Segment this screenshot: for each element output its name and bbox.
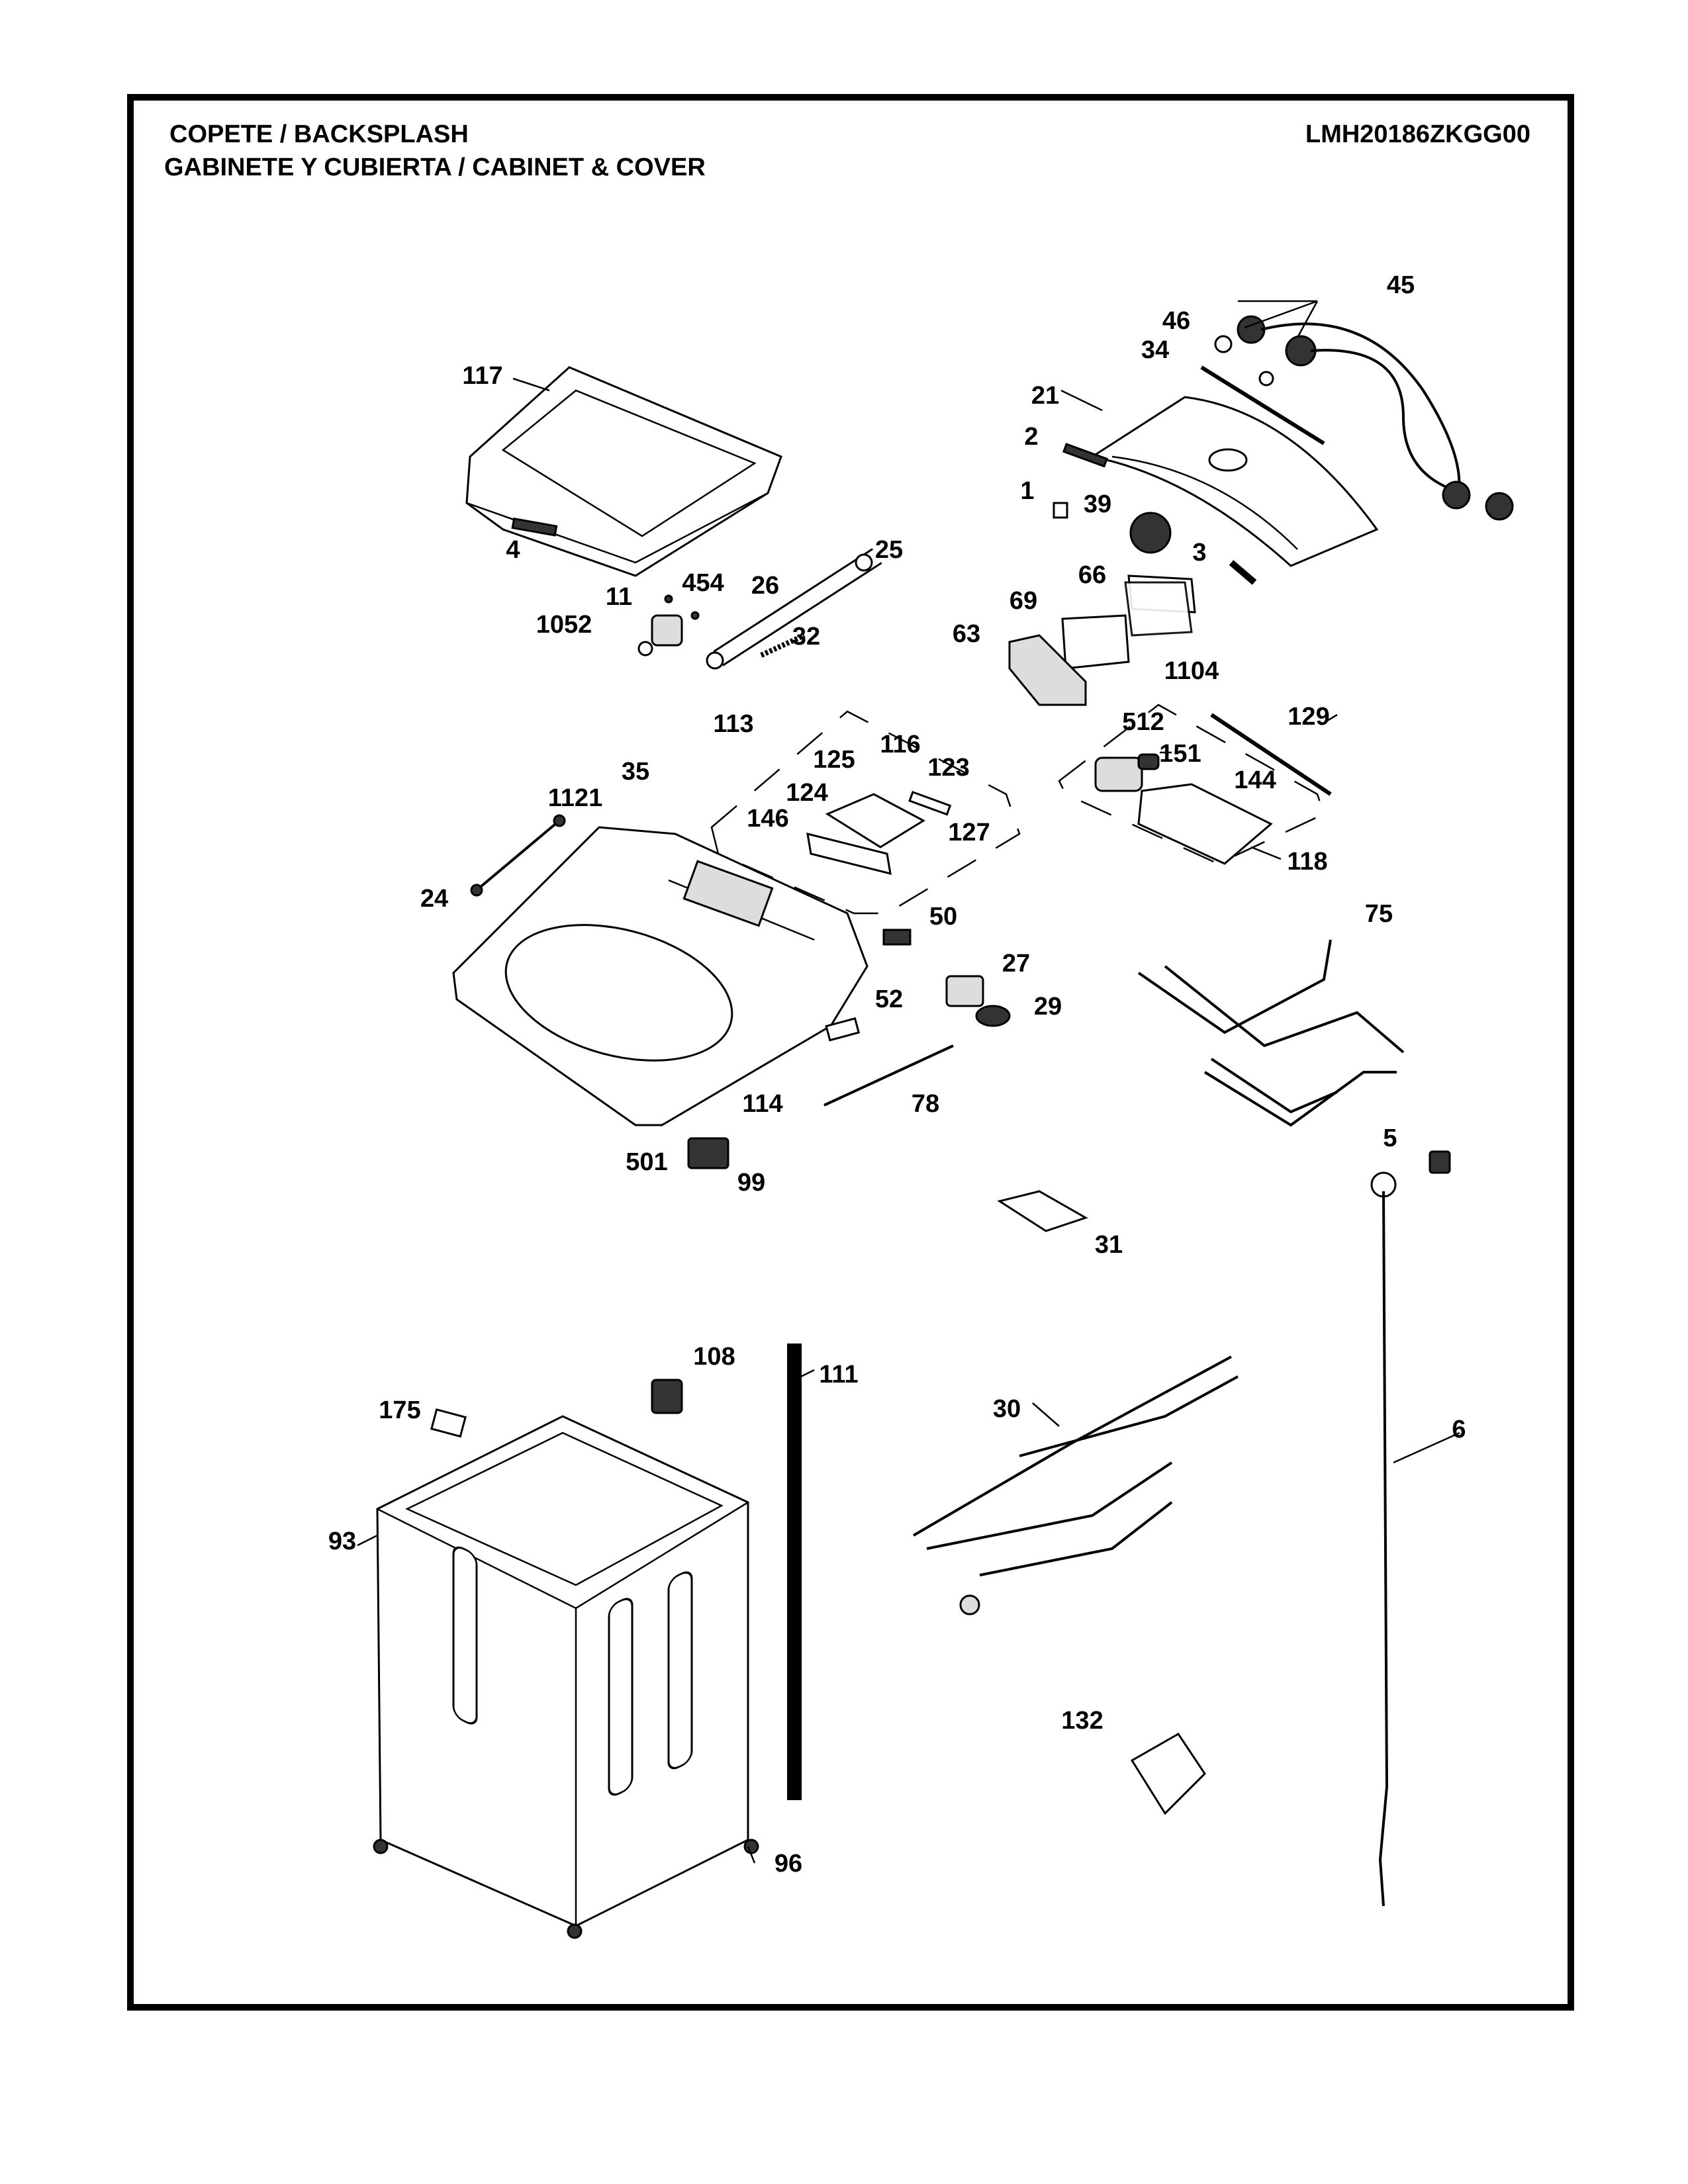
label-75: 75 [1365, 900, 1393, 928]
label-21: 21 [1031, 382, 1059, 410]
label-35: 35 [622, 758, 649, 786]
small-parts-1-2-3-39 [1053, 443, 1257, 585]
label-132: 132 [1061, 1707, 1103, 1735]
label-125: 125 [813, 746, 855, 774]
label-454: 454 [682, 569, 724, 597]
part-108 [651, 1379, 683, 1414]
label-39: 39 [1084, 490, 1111, 518]
label-29: 29 [1034, 993, 1062, 1021]
label-1121: 1121 [548, 784, 602, 812]
label-25: 25 [875, 536, 903, 564]
label-34: 34 [1141, 336, 1169, 364]
title-backsplash: COPETE / BACKSPLASH [169, 120, 469, 148]
part-control-board-63-69-66 [1008, 574, 1196, 706]
part-dispenser-124-146 [806, 790, 952, 876]
label-6: 6 [1452, 1416, 1466, 1443]
label-146: 146 [747, 805, 788, 833]
label-175: 175 [379, 1396, 420, 1424]
label-512: 512 [1122, 708, 1164, 736]
label-45: 45 [1387, 271, 1415, 299]
label-32: 32 [792, 623, 820, 651]
part-bracket-31 [997, 1190, 1088, 1232]
part-manual-132 [1130, 1733, 1206, 1815]
label-3: 3 [1192, 539, 1206, 567]
model-number: LMH20186ZKGG00 [1305, 120, 1530, 148]
part-top-cover-114 [452, 826, 868, 1126]
label-99: 99 [737, 1169, 765, 1197]
part-lid-lock-99 [687, 1137, 729, 1169]
label-111: 111 [819, 1361, 858, 1388]
label-4: 4 [506, 536, 520, 564]
part-power-cord-6 [1370, 1150, 1451, 1907]
label-2: 2 [1024, 423, 1038, 451]
assembly-outline-113 [710, 710, 1021, 915]
label-118: 118 [1287, 848, 1327, 876]
label-127: 127 [948, 819, 990, 846]
label-151: 151 [1159, 740, 1201, 768]
label-1104: 1104 [1164, 657, 1219, 685]
assembly-outline-118 [1058, 704, 1325, 865]
part-harness-75 [1137, 939, 1405, 1127]
part-water-valve-11 [637, 594, 700, 657]
label-26: 26 [751, 572, 779, 600]
part-backsplash-21 [1090, 365, 1379, 567]
label-116: 116 [880, 731, 920, 758]
part-harness-24 [470, 814, 566, 897]
label-123: 123 [927, 754, 969, 782]
part-valve-151-board-144 [1094, 753, 1273, 865]
label-1052: 1052 [536, 611, 592, 639]
part-hose-26 [706, 548, 882, 670]
label-31: 31 [1095, 1231, 1123, 1259]
label-24: 24 [420, 885, 448, 913]
label-114: 114 [742, 1090, 782, 1118]
label-113: 113 [713, 710, 753, 738]
label-30: 30 [993, 1395, 1021, 1423]
label-93: 93 [328, 1527, 356, 1555]
label-5: 5 [1383, 1124, 1397, 1152]
part-labels: 117 4 454 11 26 25 1052 32 46 45 34 21 2… [328, 271, 1466, 1878]
title-cabinet-cover: GABINETE Y CUBIERTA / CABINET & COVER [164, 154, 706, 181]
label-501: 501 [626, 1148, 667, 1176]
part-lid-117 [465, 366, 782, 577]
label-11: 11 [606, 583, 632, 611]
label-129: 129 [1288, 703, 1329, 731]
label-27: 27 [1002, 950, 1030, 978]
label-63: 63 [953, 620, 980, 648]
label-108: 108 [693, 1343, 735, 1371]
label-1: 1 [1020, 477, 1034, 505]
part-wire-129 [1210, 713, 1332, 796]
label-96: 96 [774, 1850, 802, 1878]
leader-lines [357, 300, 1460, 1864]
label-69: 69 [1009, 587, 1037, 615]
label-117: 117 [462, 362, 502, 390]
diagram-border [127, 94, 1574, 2011]
small-parts-27-29-50-52-78 [823, 929, 1011, 1107]
label-66: 66 [1078, 561, 1106, 589]
label-144: 144 [1234, 766, 1276, 794]
label-46: 46 [1162, 307, 1190, 335]
label-52: 52 [875, 985, 903, 1013]
part-harness-30 [912, 1355, 1239, 1615]
part-cabinet-93 [373, 1408, 759, 1939]
label-124: 124 [786, 779, 827, 807]
label-50: 50 [929, 903, 957, 931]
label-78: 78 [912, 1090, 939, 1118]
